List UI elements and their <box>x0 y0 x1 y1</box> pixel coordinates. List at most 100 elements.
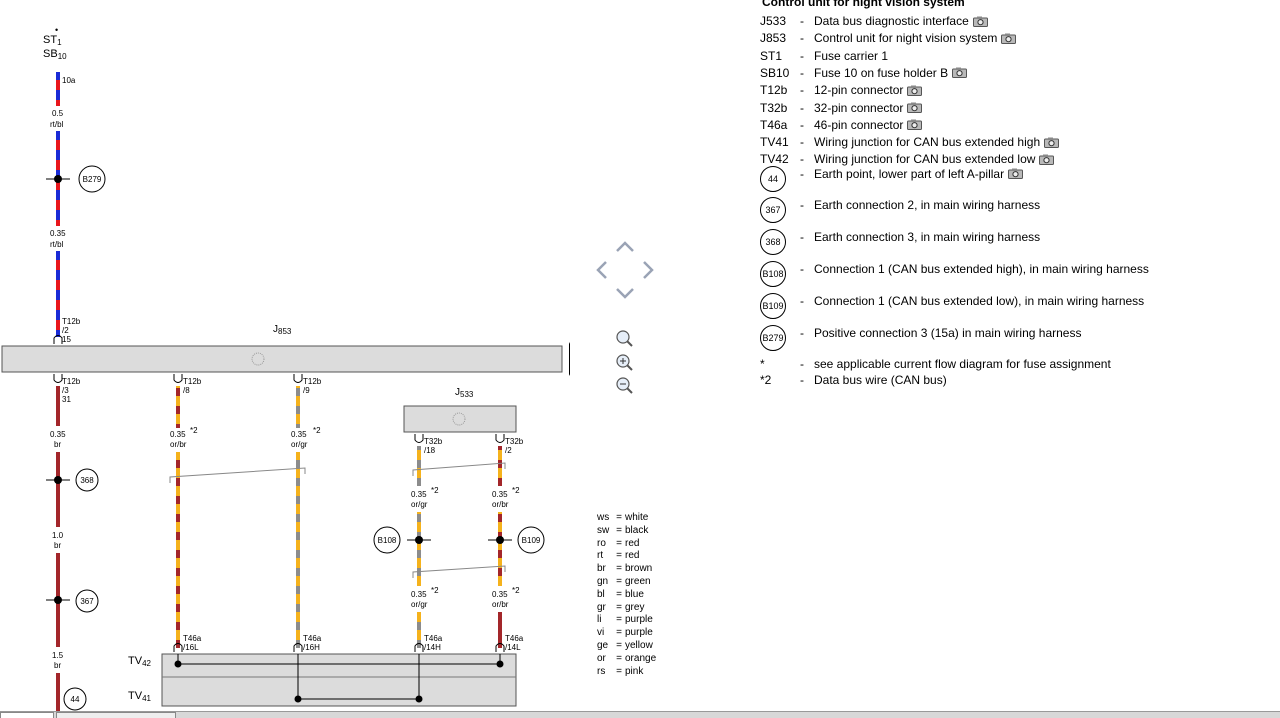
zoom-in-icon[interactable] <box>616 354 633 371</box>
color-key-row: rt=red <box>597 550 656 563</box>
legend-dash: - <box>800 31 804 46</box>
pan-down-icon[interactable] <box>616 288 634 299</box>
control-unit-j533 <box>403 405 517 433</box>
legend-desc: Connection 1 (CAN bus extended high), in… <box>814 262 1149 276</box>
equals-sign: = <box>616 639 622 651</box>
legend-circle-code: 44 <box>760 166 786 192</box>
camera-icon[interactable] <box>907 119 923 131</box>
color-name: red <box>625 550 640 562</box>
page-next-arrow-icon[interactable] <box>569 342 570 376</box>
camera-icon[interactable] <box>1001 33 1017 44</box>
legend-desc: Control unit for night vision system <box>814 31 998 46</box>
tv41-label: TV41 <box>128 690 152 703</box>
legend-desc: Fuse 10 on fuse holder B <box>814 65 949 80</box>
pan-up-icon[interactable] <box>616 241 634 252</box>
zoom-fit-icon[interactable] <box>616 330 633 347</box>
splice-b279-dot <box>54 175 62 183</box>
wire5-star: *2 <box>313 426 321 435</box>
color-code: bl <box>597 588 605 600</box>
zoom-out-icon[interactable] <box>616 377 633 394</box>
legend-desc: Positive connection 3 (15a) in main wiri… <box>814 326 1082 340</box>
legend-dash: - <box>800 198 804 212</box>
color-key-row: gn=green <box>597 576 656 589</box>
legend-dash: - <box>800 135 804 150</box>
junction-dot-16h <box>294 695 302 703</box>
legend-dash: - <box>800 373 804 387</box>
splice-b109-dot <box>496 536 504 544</box>
wire6-size: 1.0 <box>52 531 64 540</box>
junction-tv42 <box>161 653 517 707</box>
color-code: gr <box>597 601 606 613</box>
pin-t12b-3-c: 31 <box>62 395 71 404</box>
color-code: gn <box>597 575 609 587</box>
j853-label: J853 <box>273 324 292 336</box>
color-code: ge <box>597 639 609 651</box>
camera-icon[interactable] <box>952 67 968 79</box>
equals-sign: = <box>616 588 622 600</box>
pin-label-10a: 10a <box>62 76 76 85</box>
wire-orbr-2 <box>176 452 180 648</box>
connector-44-label: 44 <box>71 695 80 704</box>
pin-t32b-18-b: /18 <box>424 446 436 455</box>
color-code: ro <box>597 537 606 549</box>
color-code: or <box>597 652 606 664</box>
tab-current-flow-diagram[interactable] <box>56 712 176 718</box>
tv42-label: TV42 <box>128 655 152 668</box>
legend-dash: - <box>800 117 804 132</box>
wire11-color: or/br <box>492 600 509 609</box>
camera-icon[interactable] <box>907 102 923 113</box>
equals-sign: = <box>616 563 622 575</box>
legend-row-sb10: SB10-Fuse 10 on fuse holder B <box>760 65 968 81</box>
pan-left-icon[interactable] <box>596 261 607 279</box>
color-key-row: br=brown <box>597 563 656 576</box>
legend-row-j853: J853-Control unit for night vision syste… <box>760 30 1017 46</box>
legend-dash: - <box>800 230 804 244</box>
pan-right-icon[interactable] <box>643 261 654 279</box>
color-key-row: vi=purple <box>597 627 656 640</box>
fuse-label-sb10: SB10 <box>43 48 67 61</box>
camera-icon[interactable] <box>1008 168 1024 179</box>
legend-row-b279: B279-Positive connection 3 (15a) in main… <box>760 325 1081 353</box>
legend-row-tv42: TV42-Wiring junction for CAN bus extende… <box>760 151 1055 167</box>
legend-desc: Earth connection 2, in main wiring harne… <box>814 198 1041 212</box>
color-name: red <box>625 537 640 549</box>
color-name: brown <box>625 563 653 575</box>
wire9-color: or/br <box>492 500 509 509</box>
color-code: vi <box>597 627 605 639</box>
legend-circle-code: B108 <box>760 261 786 287</box>
wire-orgr-2 <box>296 452 300 648</box>
camera-icon[interactable] <box>1044 137 1060 148</box>
wire11-star: *2 <box>512 586 520 595</box>
legend-desc: 46-pin connector <box>814 117 904 132</box>
wire-rtbl-3 <box>56 251 60 337</box>
wire1-size: 0.5 <box>52 109 64 118</box>
tab-1[interactable] <box>0 712 54 718</box>
legend-circle-code: B109 <box>760 293 786 319</box>
legend-dash: - <box>800 48 804 63</box>
legend-code: T12b <box>760 83 788 98</box>
color-key-row: ro=red <box>597 538 656 551</box>
splice-368-dot <box>54 476 62 484</box>
legend-note-row: *-see applicable current flow diagram fo… <box>760 356 1111 372</box>
wire-orbr-4 <box>498 512 502 586</box>
equals-sign: = <box>616 550 622 562</box>
status-bar <box>0 711 1280 718</box>
legend-row-t32b: T32b-32-pin connector <box>760 100 923 116</box>
diagram-nav-controls <box>596 241 654 394</box>
equals-sign: = <box>616 665 622 677</box>
legend-dash: - <box>800 65 804 80</box>
camera-icon[interactable] <box>1039 154 1055 165</box>
wire2-size: 0.35 <box>50 229 66 238</box>
camera-icon[interactable] <box>907 85 923 96</box>
color-name: yellow <box>625 639 653 651</box>
pin-t12b-9-a: T12b <box>303 377 322 386</box>
pin-t12b-3-b: /3 <box>62 386 69 395</box>
junction-dot-16l <box>174 660 182 668</box>
legend-desc: Wiring junction for CAN bus extended low <box>814 152 1036 167</box>
legend-circle-code: 367 <box>760 197 786 223</box>
equals-sign: = <box>616 512 622 523</box>
wire-br-1 <box>56 386 60 426</box>
wire4-color: or/br <box>170 440 187 449</box>
camera-icon[interactable] <box>972 16 988 27</box>
color-name: orange <box>625 652 657 664</box>
